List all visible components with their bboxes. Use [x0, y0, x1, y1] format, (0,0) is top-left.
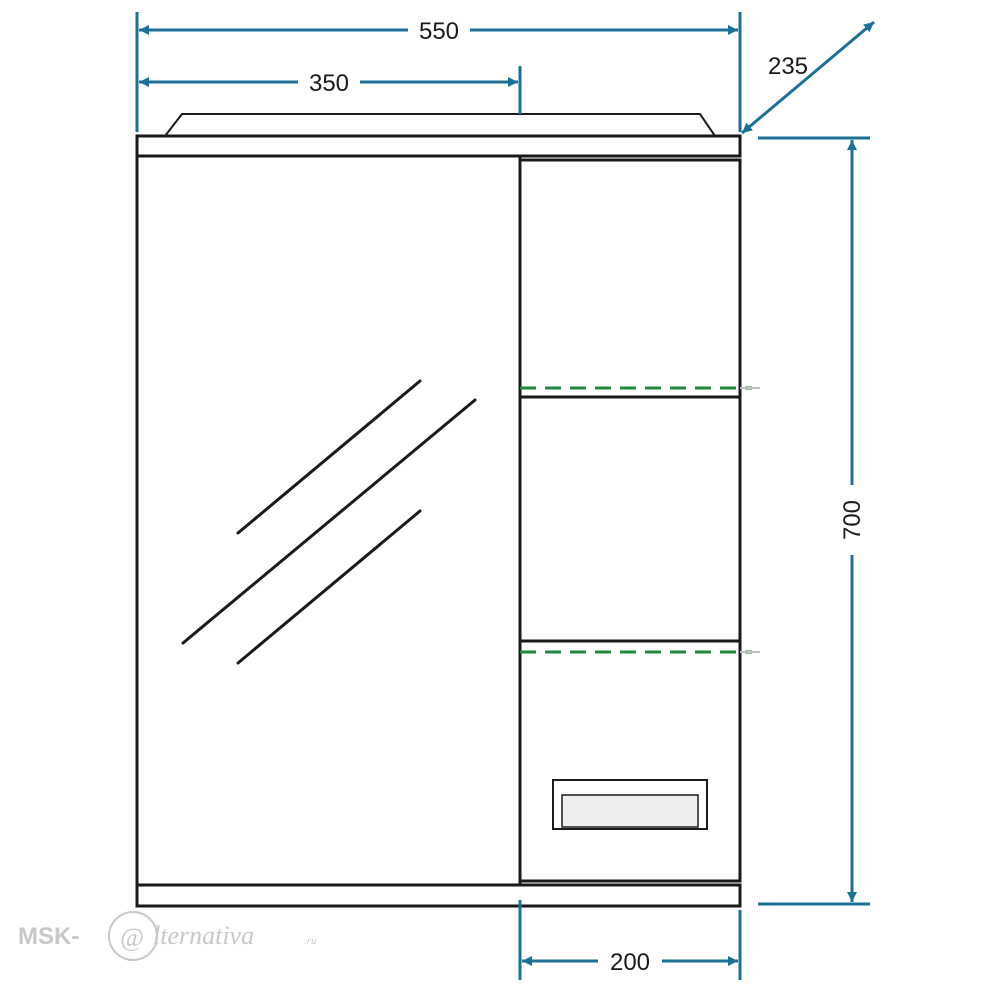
top-light [164, 113, 716, 137]
drawer-handle [552, 779, 708, 830]
watermark-brand: lternativa [153, 921, 254, 950]
label-total-width: 550 [419, 18, 459, 45]
watermark: MSK- @ lternativa .ru [18, 911, 317, 961]
drawer-handle-inner [561, 794, 699, 828]
mirror-reflection [181, 379, 477, 665]
dim-line-depth [741, 20, 875, 135]
watermark-at: @ [120, 923, 144, 952]
bottom-panel [135, 883, 742, 908]
watermark-suffix: .ru [304, 935, 317, 947]
watermark-prefix: MSK- [18, 923, 79, 950]
cabinet [135, 113, 742, 908]
glass-shelves [520, 386, 752, 654]
shelf-section [518, 158, 742, 883]
dimensions [135, 12, 875, 980]
top-panel [135, 134, 742, 158]
label-shelf-width: 200 [610, 949, 650, 976]
label-height: 700 [839, 500, 866, 540]
label-door-width: 350 [309, 70, 349, 97]
label-depth: 235 [768, 53, 808, 80]
watermark-at-ring [108, 911, 158, 961]
